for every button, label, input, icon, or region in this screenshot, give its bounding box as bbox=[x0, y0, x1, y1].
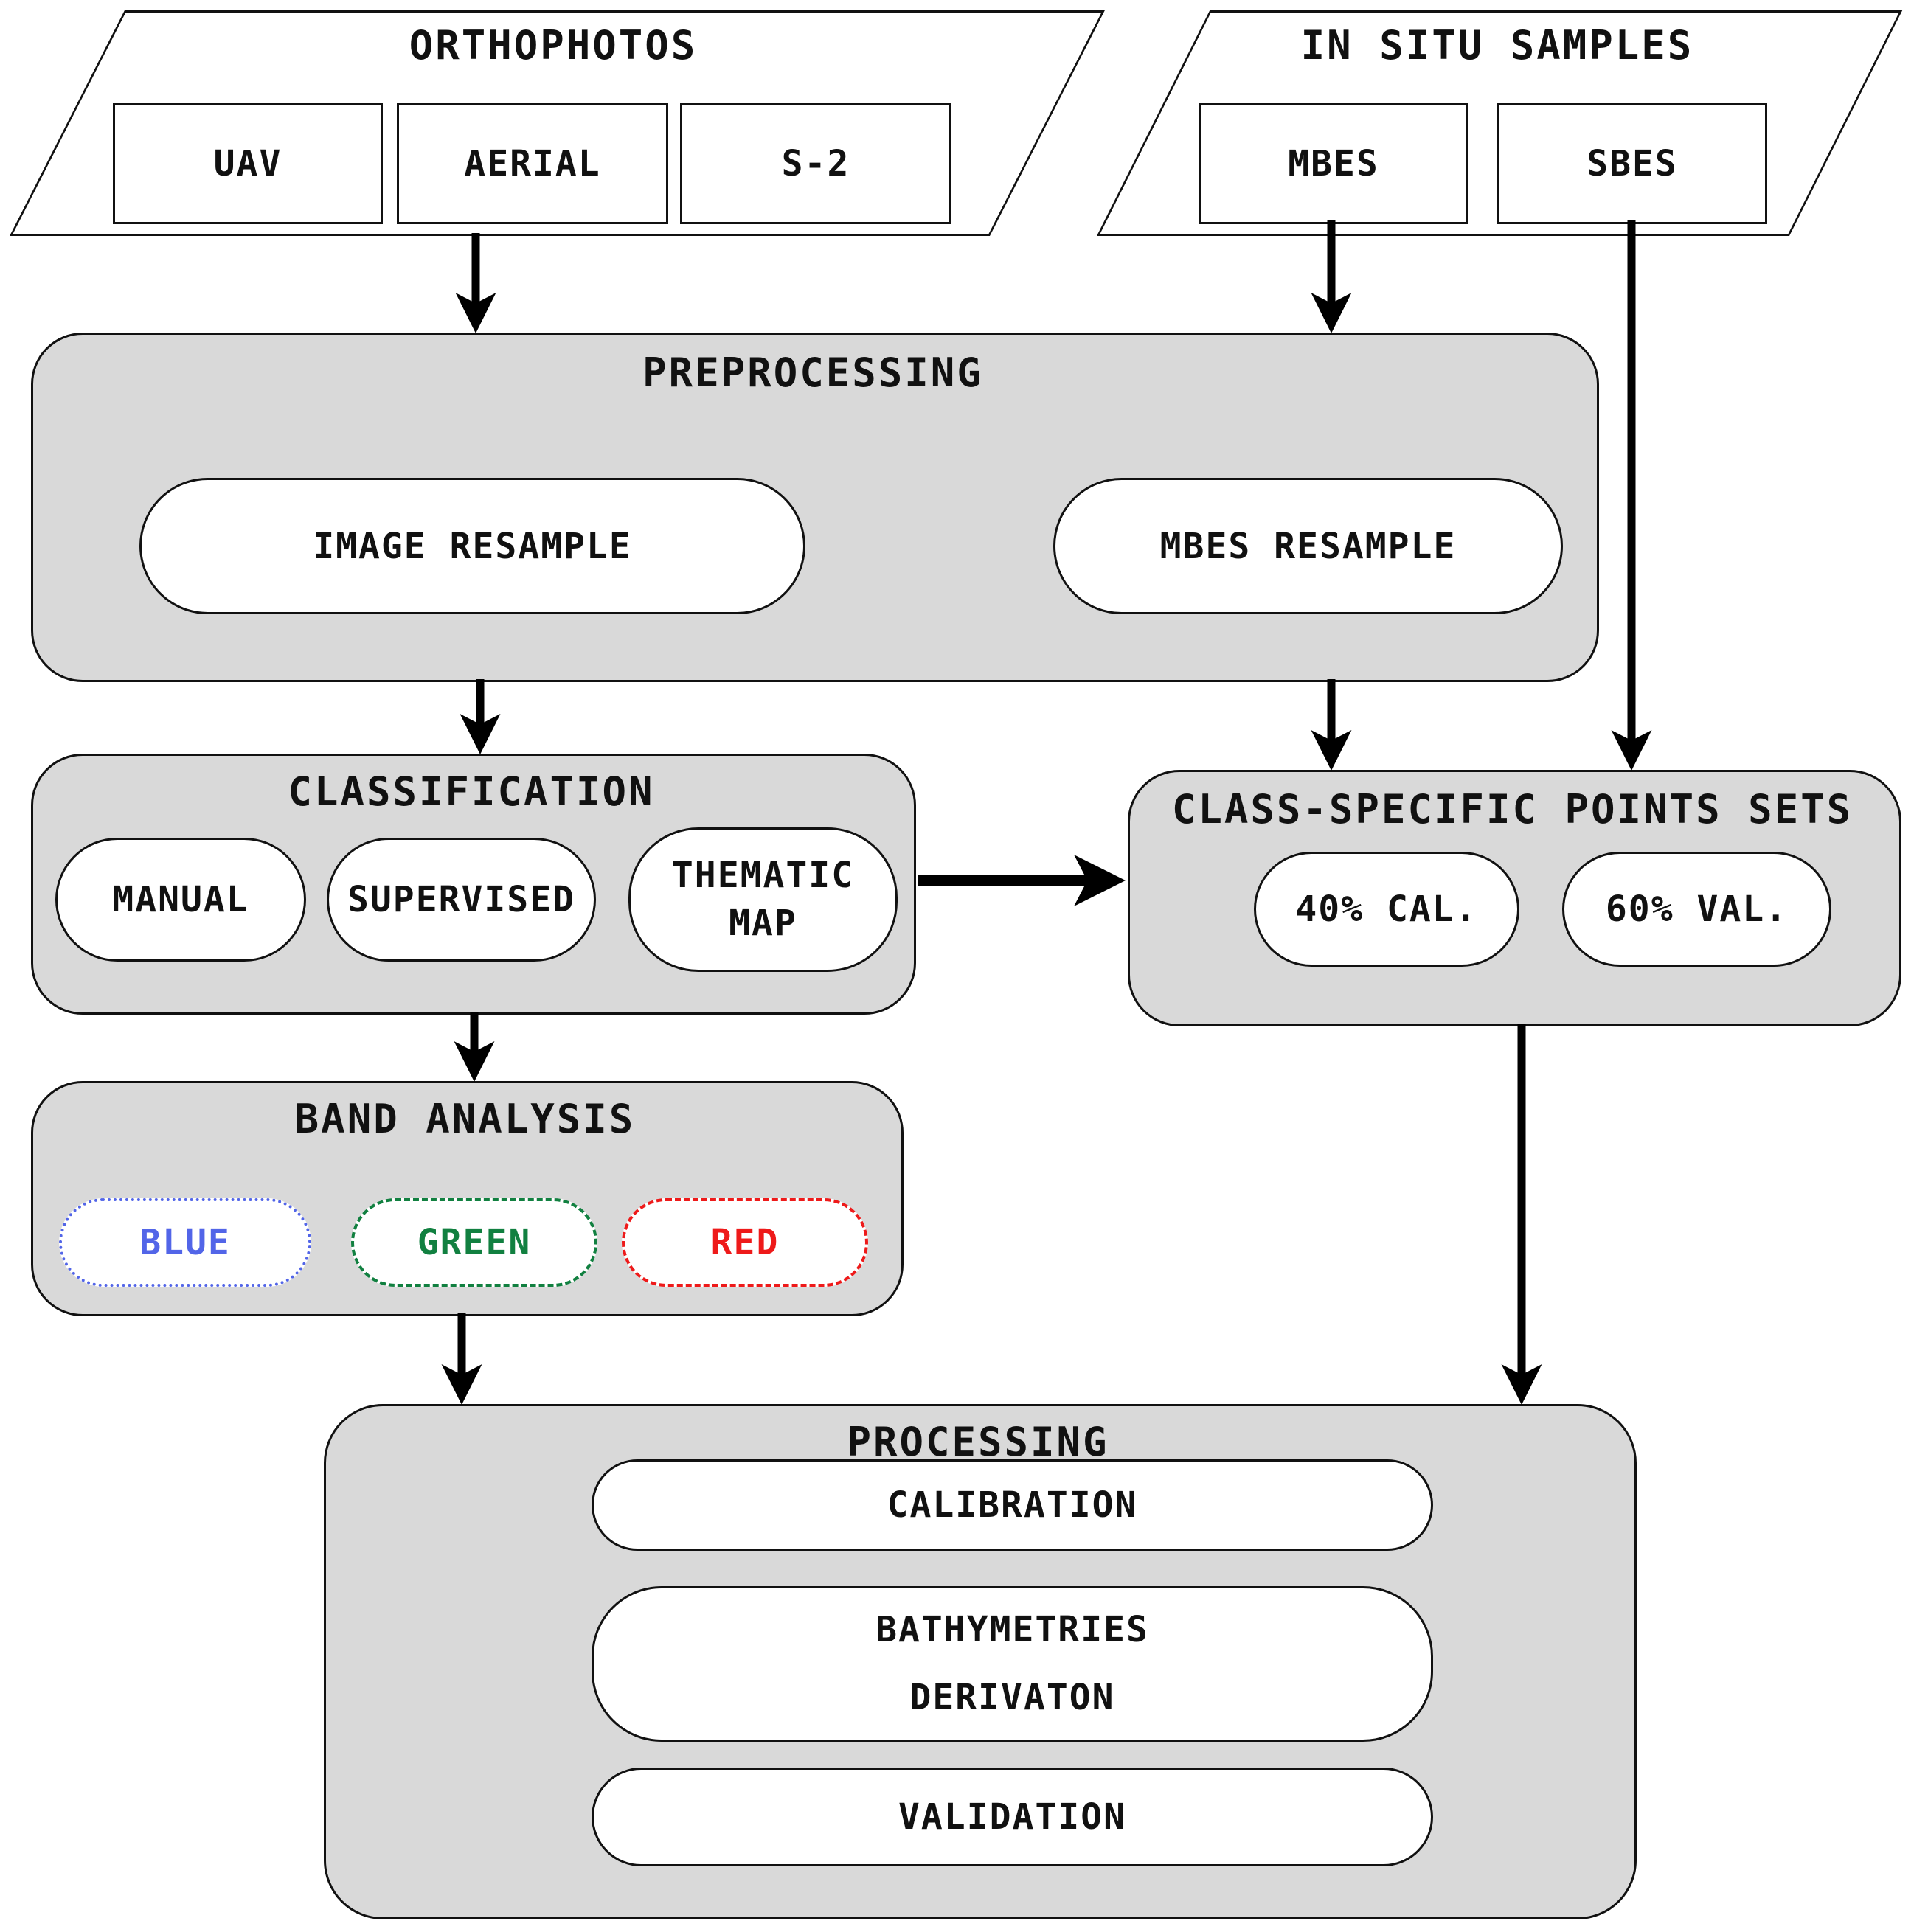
pill-calibration-label: CALIBRATION bbox=[887, 1484, 1138, 1526]
orthophotos-title: ORTHOPHOTOS bbox=[409, 22, 698, 69]
source-box-sbes: SBES bbox=[1497, 103, 1767, 224]
pill-40-cal-label: 40% CAL. bbox=[1295, 889, 1478, 930]
pill-60-val: 60% VAL. bbox=[1562, 852, 1831, 967]
source-box-mbes-label: MBES bbox=[1288, 143, 1379, 184]
points-sets-title: CLASS-SPECIFIC POINTS SETS bbox=[1171, 786, 1854, 833]
pill-green-band: GREEN bbox=[351, 1198, 597, 1287]
pill-bathymetries-line2: DERIVATON bbox=[909, 1676, 1115, 1718]
pill-mbes-resample: MBES RESAMPLE bbox=[1053, 478, 1563, 614]
source-box-aerial: AERIAL bbox=[397, 103, 668, 224]
pill-calibration: CALIBRATION bbox=[592, 1459, 1433, 1551]
in-situ-title: IN SITU SAMPLES bbox=[1300, 22, 1694, 69]
pill-40-cal: 40% CAL. bbox=[1254, 852, 1519, 967]
pill-supervised: SUPERVISED bbox=[327, 838, 596, 962]
source-box-uav-label: UAV bbox=[213, 143, 282, 184]
pill-red-band: RED bbox=[622, 1198, 868, 1287]
pill-mbes-resample-label: MBES RESAMPLE bbox=[1159, 525, 1457, 567]
pill-blue-band-label: BLUE bbox=[139, 1222, 231, 1263]
pill-60-val-label: 60% VAL. bbox=[1605, 889, 1789, 930]
source-box-mbes: MBES bbox=[1199, 103, 1468, 224]
pill-validation-label: VALIDATION bbox=[898, 1796, 1126, 1838]
classification-title: CLASSIFICATION bbox=[288, 768, 655, 815]
source-box-aerial-label: AERIAL bbox=[464, 143, 601, 184]
source-box-s2: S-2 bbox=[680, 103, 951, 224]
pill-manual: MANUAL bbox=[55, 838, 306, 962]
source-box-sbes-label: SBES bbox=[1587, 143, 1678, 184]
pill-red-band-label: RED bbox=[710, 1222, 780, 1263]
pill-thematic-map-line2: MAP bbox=[729, 903, 797, 944]
pill-supervised-label: SUPERVISED bbox=[347, 879, 575, 920]
pill-bathymetries-line1: BATHYMETRIES bbox=[875, 1609, 1149, 1651]
processing-title: PROCESSING bbox=[847, 1419, 1109, 1465]
pill-blue-band: BLUE bbox=[59, 1198, 311, 1287]
pill-manual-label: MANUAL bbox=[112, 879, 249, 920]
band-analysis-title: BAND ANALYSIS bbox=[294, 1096, 636, 1142]
pill-image-resample-label: IMAGE RESAMPLE bbox=[313, 525, 632, 567]
source-box-uav: UAV bbox=[113, 103, 383, 224]
pill-image-resample: IMAGE RESAMPLE bbox=[139, 478, 805, 614]
pill-thematic-map: THEMATIC MAP bbox=[628, 827, 898, 972]
pill-green-band-label: GREEN bbox=[417, 1222, 532, 1263]
pill-validation: VALIDATION bbox=[592, 1768, 1433, 1866]
pill-thematic-map-line1: THEMATIC bbox=[671, 855, 855, 897]
source-box-s2-label: S-2 bbox=[781, 143, 850, 184]
pill-bathymetries-derivaton: BATHYMETRIES DERIVATON bbox=[592, 1586, 1433, 1742]
preprocessing-title: PREPROCESSING bbox=[642, 350, 983, 396]
